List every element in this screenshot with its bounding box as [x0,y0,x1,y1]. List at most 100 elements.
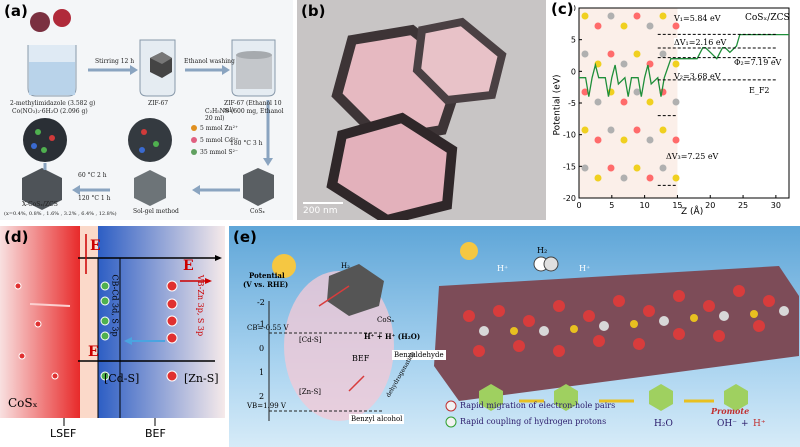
y-tick-label: -5 [568,99,576,108]
note-1-label: Rapid migration of electron-hole pairs [460,401,616,410]
chart-ylabel: Potential (eV) [552,74,563,136]
panel-b-label: (b) [301,2,326,20]
atom-marker [581,88,589,96]
ef2-annotation: E_F2 [749,86,770,95]
solgel-crystal-icon [134,170,166,206]
lsef-label: LSEF [50,427,77,440]
y-tick-label: -20 [563,194,576,203]
atom-marker [646,22,654,30]
e-field-label-1: E [90,238,101,254]
atom-marker [672,98,680,106]
atom-marker [594,22,602,30]
zif67-crystal-icon [139,39,176,97]
synthesis-scheme [22,9,276,210]
h2-molecule-icon [533,256,559,272]
atom-marker [672,60,680,68]
atom-marker [581,126,589,134]
zn-label: 5 mmol Zn²⁺ [200,125,239,132]
atom-marker [633,164,641,172]
solgel-label: Sol-gel method [133,208,179,215]
atom-marker [620,60,628,68]
atom-marker [646,136,654,144]
chart-xlabel: Z (Å) [681,207,704,217]
atom-marker [607,12,615,20]
atom-marker [659,12,667,20]
ethanol-washing-label: Ethanol washing [184,58,235,65]
temp-180-label: 180 °C 3 h [230,140,263,147]
panel-c-label: (c) [551,0,574,18]
v1-annotation: V₁=5.84 eV [674,14,721,23]
tick-m2: -2 [257,298,265,307]
y-tick-label: -10 [563,131,576,140]
atom-marker [620,174,628,182]
panel-e: (e) Potential (V vs. RHE) -2 -1 0 1 2 CB… [229,226,800,447]
cosx-crystal-icon [243,168,274,206]
e-field-label-3: E [88,344,99,360]
panel-d: (d) E E E CB-Cd 3d, S 3p VB-Zn 3p, S 3p … [0,226,225,447]
zif67-ethanol-label: ZIF-67 (Ethanol 10 ml) [224,100,282,114]
molecule-icons [479,384,748,411]
temp-120-label: 120 °C 1 h [78,195,111,202]
x-tick-label: 20 [705,201,715,210]
methyl-label: 2-methylimidazole (3.582 g) [10,100,96,107]
dv1-annotation: ΔV₁=2.16 eV [674,38,727,47]
cosx-label-e: CoSₓ [377,316,395,324]
units-label: (V vs. RHE) [243,280,289,289]
atom-marker [633,126,641,134]
temp-60-label: 60 °C 2 h [78,172,107,179]
atom-marker [581,12,589,20]
atom-marker [607,126,615,134]
hollow-particle-2 [412,17,507,105]
panel-c: 0510152025301050-5-10-15-20 (c) Potentia… [549,0,800,222]
hollow-particle-3 [326,112,458,220]
x-tick-label: 10 [640,201,650,210]
x-tick-label: 30 [771,201,781,210]
benzaldehyde-label: Benzaldehyde [392,350,446,360]
atom-marker [620,22,628,30]
beaker-icon [27,45,77,97]
panel-b: (b) 200 nm [297,0,546,220]
sun-icon [272,254,296,278]
y-tick-label: 0 [571,67,576,76]
cb-label: CB-Cd 3d, S 3p [110,274,120,337]
x-tick-label: 5 [609,201,614,210]
atom-marker [607,164,615,172]
promote-label: Promote [711,406,750,416]
zif67-label: ZIF-67 [148,100,169,107]
atom-marker [672,22,680,30]
cds-label-e: [Cd-S] [299,336,322,344]
tem-image [297,0,546,220]
note-2-label: Rapid coupling of hydrogen protons [460,417,607,426]
cobalt-label: Co(NO₃)₂·6H₂O (2.096 g) [12,108,88,115]
bef-label: BEF [145,427,166,440]
tick-0: 0 [259,344,265,353]
atom-marker [594,174,602,182]
vb-label: VB-Zn 3p, S 3p [196,274,206,337]
solgel-sphere-icon [128,118,172,162]
tick-m1: -1 [257,320,265,329]
atom-marker [581,50,589,58]
atom-marker [659,126,667,134]
stirring-label: Stirring 12 h [95,58,135,65]
cd-label: 5 mmol Cd²⁺ [200,137,239,144]
scale-bar-label: 200 nm [303,206,338,216]
phi2-annotation: Φ₂=7.19 eV [734,58,782,67]
atom-marker [672,136,680,144]
x-tick-label: 25 [738,201,748,210]
atom-marker [659,50,667,58]
atom-marker [659,164,667,172]
hplus-top-1: H⁺ [497,264,509,273]
s-label: 35 mmol S²⁻ [200,149,239,156]
xcos-label: X-CoSₓ/ZCS [22,201,58,208]
note-2-icon [445,416,457,428]
hplus-top-2: H⁺ [579,264,591,273]
eq-plus: + [741,419,749,429]
cds-label: [Cd-S] [104,372,140,385]
zcs-crystal-rod [434,266,799,401]
cosx-crystal [327,264,384,316]
eq-left: H₂O [654,419,673,429]
tick-2: 2 [259,392,265,401]
panel-e-label: (e) [233,228,257,246]
x-cosx-zcs-crystal-icon [22,168,62,210]
scale-bar [303,202,343,204]
